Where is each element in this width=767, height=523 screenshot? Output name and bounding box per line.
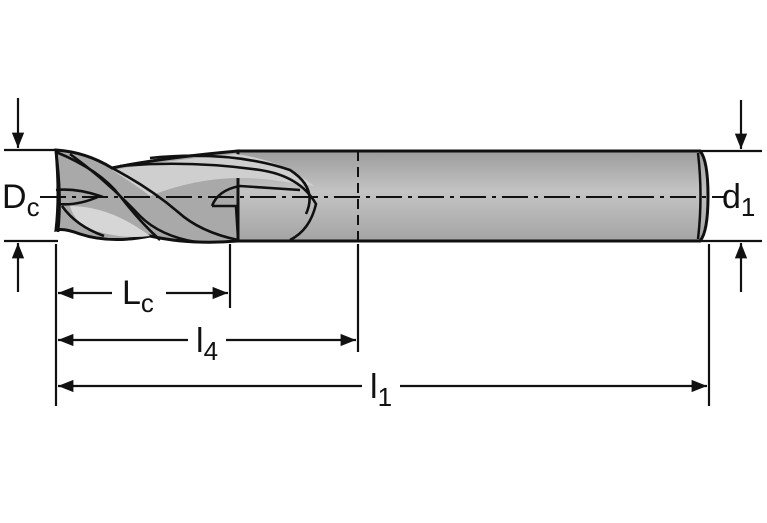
diameter-arrows xyxy=(11,98,748,292)
label-d1: d1 xyxy=(722,178,755,222)
label-l1: l1 xyxy=(370,368,392,412)
diameter-extension-lines xyxy=(4,148,762,243)
label-l4: l4 xyxy=(196,322,218,366)
shank-chamfer xyxy=(696,152,702,240)
length-dimension-lines xyxy=(58,286,707,393)
flute-helix-lines xyxy=(54,150,318,244)
label-dc: Dc xyxy=(2,178,40,222)
end-mill-tool xyxy=(54,148,710,244)
label-lc: Lc xyxy=(122,274,154,318)
length-extension-lines xyxy=(54,244,711,406)
